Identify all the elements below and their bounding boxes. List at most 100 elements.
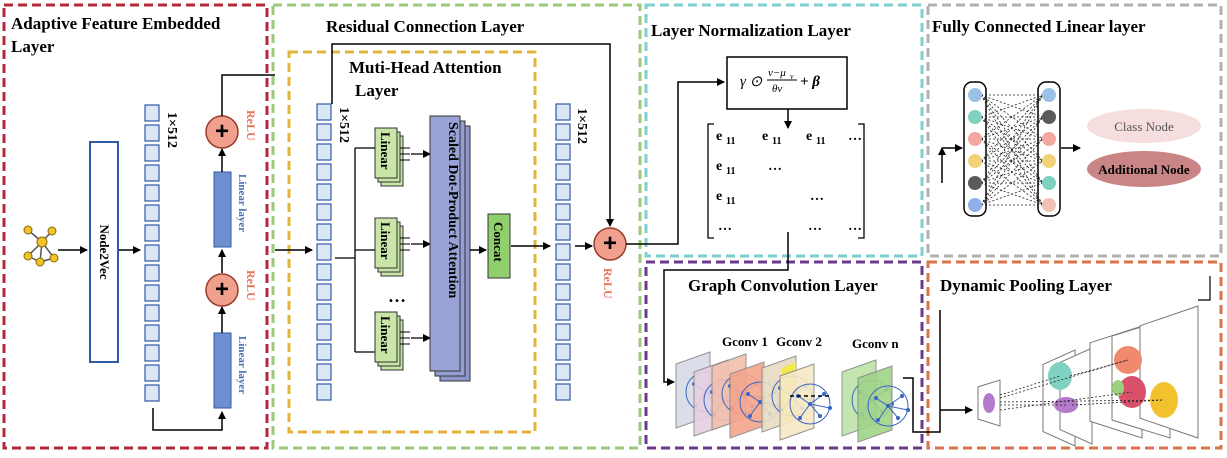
- formula-tail: + β: [800, 74, 820, 90]
- fc-node-left: [968, 176, 982, 190]
- pool-blob: [983, 393, 995, 413]
- vector-cell: [316, 103, 332, 121]
- fc-network: [963, 81, 1061, 217]
- relu-label-3: ReLU: [601, 268, 615, 299]
- matrix-entry: …: [808, 219, 822, 234]
- gcn-graph-edge: [877, 405, 889, 421]
- linear-layer-label-1: Linear layer: [236, 336, 248, 394]
- matrix-entry: …: [848, 129, 862, 144]
- linear-box: [374, 127, 398, 179]
- linear-box: [374, 311, 398, 363]
- fc-edge: [980, 116, 1044, 162]
- matrix-entry: e: [716, 159, 722, 174]
- fc-node-left: [968, 198, 982, 212]
- fc-edge: [980, 94, 1044, 206]
- vector-cell: [316, 123, 332, 141]
- gconvn-label: Gconv n: [852, 336, 899, 351]
- gcn-panel: [644, 260, 924, 450]
- gcn-graph-edge: [875, 397, 889, 407]
- fc-edge: [980, 160, 1044, 206]
- embedding-vector-1: [144, 104, 160, 402]
- vector-cell: [316, 323, 332, 341]
- linear-label: Linear: [378, 316, 393, 354]
- formula-numerator: v−μ: [768, 67, 786, 79]
- gcn-graph-ring: [789, 383, 831, 425]
- vector-cell: [555, 263, 571, 281]
- relu-label-1: ReLU: [244, 270, 258, 301]
- class-node-label: Class Node: [1114, 119, 1174, 134]
- embedding-vector-3: [555, 103, 571, 401]
- fc-layer-right: [1037, 81, 1061, 217]
- concat-block: [487, 213, 511, 279]
- mha-title-line1: Muti-Head Attention: [349, 58, 502, 77]
- dim-label-1: 1×512: [164, 112, 179, 148]
- fc-panel: [926, 3, 1223, 258]
- gcn-graph-edge: [747, 393, 761, 403]
- node2vec-label: Node2Vec: [97, 224, 112, 279]
- pool-title: Dynamic Pooling Layer: [940, 276, 1112, 295]
- adaptive-title-line2: Layer: [11, 37, 55, 56]
- fc-edge: [980, 116, 1044, 206]
- matrix-entry: e: [716, 189, 722, 204]
- vector-cell: [144, 144, 160, 162]
- gconv1-label: Gconv 1: [722, 334, 768, 349]
- fc-node-left: [968, 110, 982, 124]
- pool-plane: [1139, 305, 1199, 439]
- connector-vector-to-linear1: [152, 408, 226, 431]
- fc-node-right: [1042, 154, 1056, 168]
- connector-plus2-to-residual: [221, 74, 275, 116]
- gcn-graph-edge: [887, 405, 909, 411]
- fc-node-right: [1042, 132, 1056, 146]
- vector-cell: [144, 184, 160, 202]
- gcn-graph-node: [896, 416, 900, 420]
- formula-gamma: γ ⊙: [740, 74, 763, 90]
- vector-cell: [144, 324, 160, 342]
- gcn-graph-node: [818, 414, 822, 418]
- linear-layer-box-2: [213, 171, 232, 248]
- gcn-feature-maps: [675, 351, 910, 443]
- fc-layer-left: [963, 81, 987, 217]
- matrix-brackets: [707, 123, 865, 239]
- gcn-graph-node: [906, 408, 910, 412]
- adaptive-title-line1: Adaptive Feature Embedded: [11, 14, 221, 33]
- gcn-plane: [779, 363, 815, 441]
- gcn-graph-edge: [887, 405, 899, 419]
- vector-cell: [316, 283, 332, 301]
- vector-cell: [555, 163, 571, 181]
- vector-cell: [144, 224, 160, 242]
- vector-cell: [316, 383, 332, 401]
- vector-cell: [144, 264, 160, 282]
- plus-node-1-sign: +: [215, 276, 229, 303]
- fc-edge: [980, 116, 1044, 162]
- matrix-entry: …: [810, 189, 824, 204]
- pool-plane: [1059, 347, 1093, 445]
- vector-cell: [144, 284, 160, 302]
- vector-cell: [555, 183, 571, 201]
- vector-cell: [555, 243, 571, 261]
- fc-edge: [980, 94, 1044, 206]
- gcn-graph-node: [746, 392, 750, 396]
- vector-cell: [555, 203, 571, 221]
- fc-edge: [980, 138, 1044, 184]
- skip-connection: [331, 43, 614, 227]
- arrow-plus-to-layernorm: [626, 78, 725, 245]
- fc-edge: [980, 94, 1044, 162]
- fc-node-left: [968, 88, 982, 102]
- residual-title: Residual Connection Layer: [326, 17, 525, 36]
- fc-title: Fully Connected Linear layer: [932, 17, 1146, 36]
- vector-cell: [316, 243, 332, 261]
- vector-cell: [316, 363, 332, 381]
- vector-cell: [555, 123, 571, 141]
- gcn-graph-edge: [799, 403, 811, 419]
- arrow-matrix-to-gcn: [663, 232, 789, 386]
- fc-edge: [980, 138, 1044, 206]
- vector-cell: [144, 304, 160, 322]
- gcn-graph-node: [876, 418, 880, 422]
- formula-numerator-sub: v: [790, 72, 794, 81]
- gcn-title: Graph Convolution Layer: [688, 276, 878, 295]
- vector-cell: [555, 283, 571, 301]
- attention-block: [429, 115, 461, 372]
- residual-panel: [271, 3, 642, 450]
- fc-edge: [980, 182, 1044, 206]
- relu-label-2: ReLU: [244, 110, 258, 141]
